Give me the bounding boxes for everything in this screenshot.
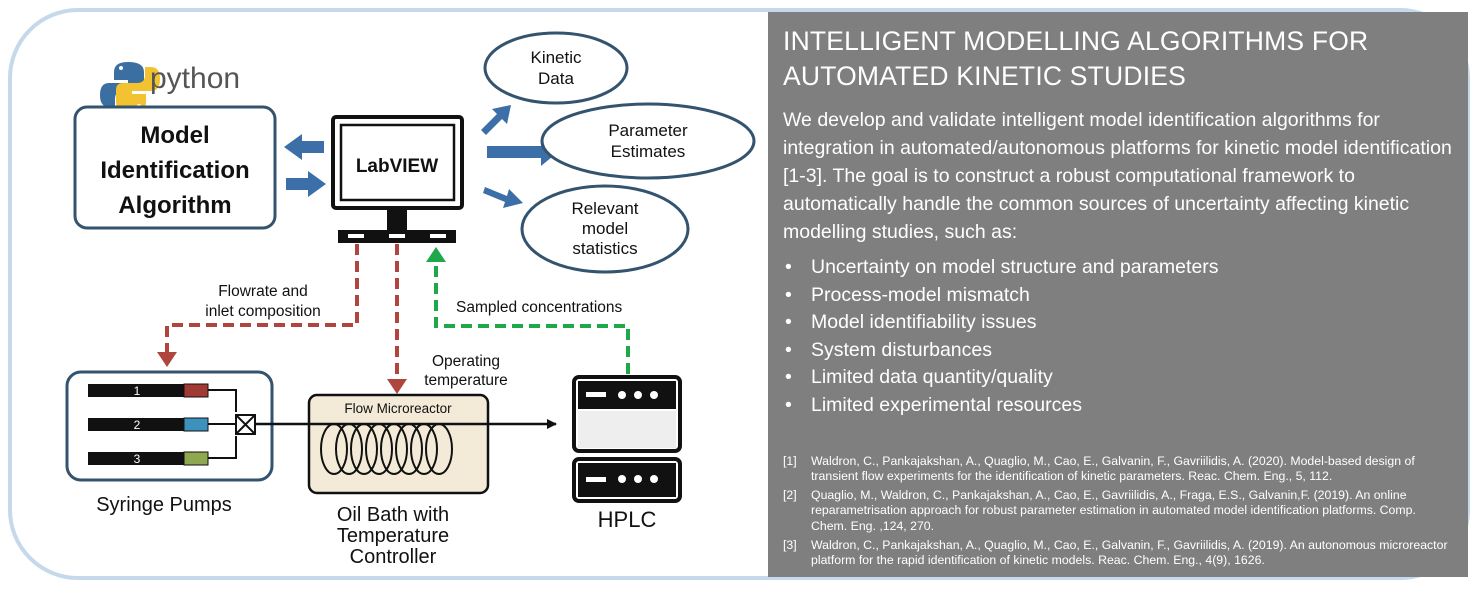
sampled-arrowhead — [426, 247, 446, 262]
list-item: •Uncertainty on model structure and para… — [783, 254, 1454, 282]
uncertainty-list: •Uncertainty on model structure and para… — [783, 254, 1454, 420]
arrow-to-relevant-stats — [483, 187, 523, 208]
bullet-icon: • — [785, 311, 792, 334]
sampled-label: Sampled concentrations — [456, 299, 623, 316]
bullet-icon: • — [785, 366, 792, 389]
syringe-1: 1 — [88, 383, 209, 398]
labview-monitor: LabVIEW — [331, 115, 464, 243]
syringe-number-1: 1 — [134, 384, 141, 398]
panel-title: INTELLIGENT MODELLING ALGORITHMS FOR AUT… — [783, 26, 1369, 91]
flowrate-label-line-2: inlet composition — [205, 303, 320, 320]
description-panel: INTELLIGENT MODELLING ALGORITHMS FOR AUT… — [768, 12, 1468, 577]
mixer-valve-icon — [235, 414, 256, 435]
parameter-estimates-line-1: Parameter — [608, 121, 688, 140]
temperature-arrowhead — [387, 379, 407, 394]
list-item: •System disturbances — [783, 337, 1454, 365]
list-item: •Process-model mismatch — [783, 282, 1454, 310]
parameter-estimates-ellipse — [540, 102, 756, 180]
list-item: •Limited data quantity/quality — [783, 364, 1454, 392]
relevant-stats-line-3: statistics — [572, 239, 637, 258]
relevant-stats-line-1: Relevant — [571, 199, 638, 218]
kinetic-data-line-1: Kinetic — [530, 48, 582, 67]
flowrate-dashed-line — [165, 244, 359, 353]
syringe-3: 3 — [88, 451, 209, 466]
relevant-stats-ellipse — [520, 184, 690, 274]
microreactor-label: Flow Microreactor — [344, 401, 452, 416]
syringe-2: 2 — [88, 417, 209, 432]
hplc-icon — [572, 375, 682, 503]
python-logo: python — [100, 62, 240, 112]
arrow-to-labview — [286, 171, 326, 197]
list-item: •Limited experimental resources — [783, 392, 1454, 420]
sampled-dashed-line — [434, 260, 630, 374]
model-algorithm-box — [73, 105, 277, 230]
bullet-icon: • — [785, 393, 792, 416]
oil-bath — [307, 393, 490, 495]
syringe-caption: Syringe Pumps — [96, 494, 232, 516]
arrow-to-parameter-estimates — [487, 138, 558, 166]
syringe-tubing — [208, 389, 237, 459]
arrow-to-kinetic-data — [481, 105, 511, 135]
oilbath-caption-line-1: Oil Bath with — [337, 504, 449, 526]
oilbath-caption-line-3: Controller — [350, 546, 437, 568]
labview-label: LabVIEW — [356, 156, 438, 177]
operating-label-line-2: temperature — [424, 372, 508, 389]
reference-item: [1]Waldron, C., Pankajakshan, A., Quagli… — [783, 453, 1415, 484]
rounded-frame — [8, 8, 1470, 580]
relevant-stats-line-2: model — [582, 219, 628, 238]
reference-item: [3]Waldron, C., Pankajakshan, A., Quagli… — [783, 537, 1448, 568]
oilbath-caption-line-2: Temperature — [337, 525, 449, 547]
python-logo-text: python — [150, 62, 240, 95]
bullet-icon: • — [785, 283, 792, 306]
bullet-icon: • — [785, 338, 792, 361]
flowrate-label-line-1: Flowrate and — [218, 283, 308, 300]
bullet-icon: • — [785, 256, 792, 278]
syringe-number-2: 2 — [134, 418, 141, 432]
parameter-estimates-line-2: Estimates — [611, 142, 686, 161]
list-item: •Model identifiability issues — [783, 309, 1454, 337]
kinetic-data-ellipse — [483, 31, 629, 105]
reference-item: [2]Quaglio, M., Waldron, C., Pankajaksha… — [783, 487, 1416, 533]
platform-diagram: python Model Identification Algorithm La… — [65, 31, 756, 568]
operating-label-line-1: Operating — [432, 353, 500, 370]
kinetic-data-line-2: Data — [538, 69, 574, 88]
arrow-to-model — [284, 134, 324, 160]
hplc-caption: HPLC — [598, 507, 657, 532]
model-box-line-2: Identification — [100, 157, 249, 184]
panel-intro: We develop and validate intelligent mode… — [783, 109, 1452, 243]
model-box-line-1: Model — [140, 122, 209, 149]
model-box-line-3: Algorithm — [118, 192, 231, 219]
references: [1]Waldron, C., Pankajakshan, A., Quagli… — [783, 454, 1454, 569]
flowrate-arrowhead — [157, 352, 177, 367]
syringe-number-3: 3 — [134, 452, 141, 466]
